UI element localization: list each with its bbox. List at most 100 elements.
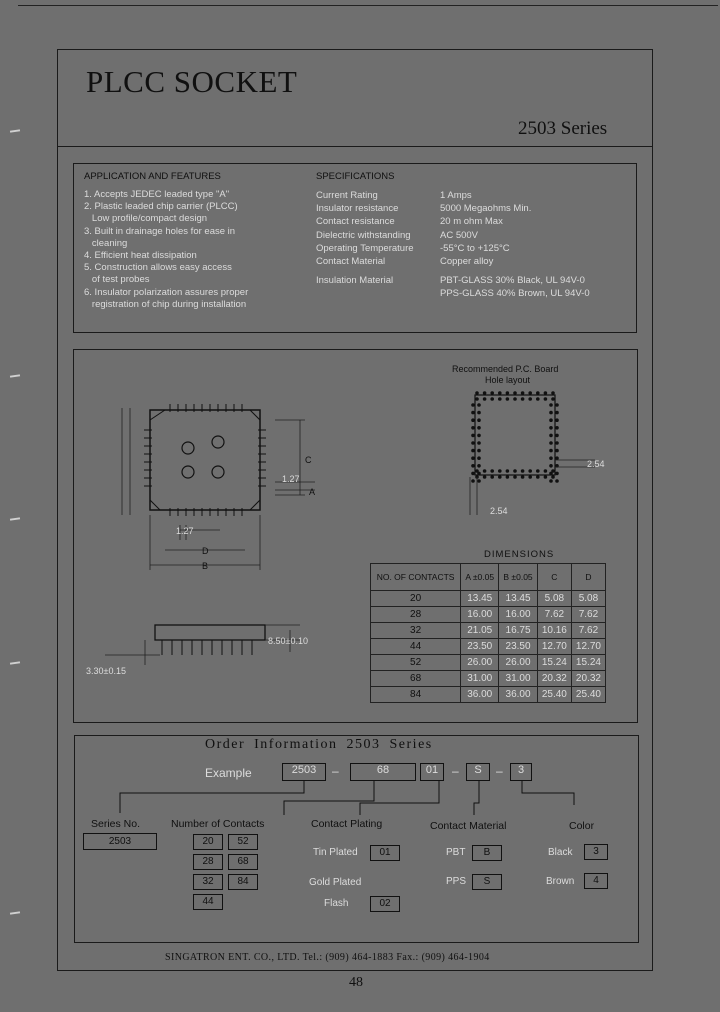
example-part-color: 3: [510, 763, 532, 781]
plating-gold-label: Gold Plated: [309, 877, 362, 888]
pcb-hole: [551, 397, 555, 401]
series-no-heading: Series No.: [91, 818, 141, 830]
spec-label: Contact Material: [316, 255, 386, 267]
dim-cell: 44: [369, 638, 462, 655]
dim-cell: 7.62: [570, 622, 607, 639]
pcb-hole: [471, 418, 475, 422]
pcb-hole: [482, 475, 487, 479]
series-label: 2503 Series: [518, 118, 608, 139]
pcb-hole: [471, 426, 475, 430]
margin-tick: [9, 129, 21, 133]
dim-cell: 28: [369, 606, 462, 623]
contacts-option: 28: [193, 854, 223, 870]
pcb-hole: [549, 448, 553, 453]
pcb-hole: [549, 441, 553, 445]
feature-item: of test probes: [84, 274, 150, 286]
page-frame: [57, 49, 653, 971]
dim-cell: 12.70: [536, 638, 572, 655]
pcb-hole: [471, 433, 475, 438]
pcb-note-line1: Recommended P.C. Board: [452, 364, 559, 374]
pcb-hole: [549, 403, 553, 407]
feature-item: 5. Construction allows easy access: [84, 262, 232, 274]
pcb-hole: [555, 471, 559, 476]
footer-company: SINGATRON ENT. CO., LTD. Tel.: (909) 464…: [165, 952, 490, 963]
spec-value: 20 m ohm Max: [440, 216, 503, 228]
pcb-hole: [549, 471, 553, 476]
pcb-hole: [513, 397, 517, 401]
dim-cell: 31.00: [460, 670, 500, 687]
pcb-hole: [528, 475, 532, 479]
contacts-option: 52: [228, 834, 258, 850]
spec-label: Contact resistance: [316, 216, 395, 228]
dim-header-cell: D: [570, 563, 607, 591]
pcb-hole: [477, 403, 481, 407]
pcb-hole: [549, 426, 553, 430]
pcb-hole-layout: [469, 391, 595, 515]
pcb-hole: [555, 456, 559, 460]
dim-cell: 21.05: [460, 622, 500, 639]
pcb-hole: [536, 391, 540, 395]
pcb-hole: [555, 433, 559, 438]
pcb-hole: [505, 391, 510, 395]
dim-cell: 10.16: [536, 622, 572, 639]
pcb-hole: [490, 475, 494, 479]
dimensions-title: DIMENSIONS: [484, 549, 555, 560]
pcb-hole: [471, 448, 475, 453]
pcb-hole: [543, 469, 548, 473]
dim-cell: 25.40: [570, 686, 607, 703]
dim-cell: 16.00: [498, 606, 538, 623]
dim-header-cell: C: [536, 563, 572, 591]
dim-cell: 25.40: [536, 686, 572, 703]
example-part-series: 2503: [282, 763, 326, 781]
dim-cell: 5.08: [536, 590, 572, 607]
example-part-contacts: 68: [350, 763, 416, 781]
contacts-option: 20: [193, 834, 223, 850]
pcb-hole: [498, 469, 502, 473]
example-label: Example: [205, 766, 252, 780]
contacts-option: 32: [193, 874, 223, 890]
dim-254-right: 2.54: [587, 459, 605, 469]
example-dash: –: [496, 764, 503, 778]
feature-item: 4. Efficient heat dissipation: [84, 250, 197, 262]
dim-cell: 15.24: [570, 654, 607, 671]
pcb-hole: [477, 456, 481, 460]
pcb-hole: [549, 410, 553, 415]
pcb-hole: [477, 418, 481, 422]
color-black-label: Black: [548, 847, 573, 858]
spec-label: Current Rating: [316, 190, 378, 201]
dim-height: 8.50±0.10: [268, 636, 308, 646]
plating-tin-code: 01: [370, 845, 400, 861]
plating-tin-label: Tin Plated: [313, 847, 358, 858]
order-connector-lines: [119, 781, 575, 815]
dim-header-cell: B ±0.05: [498, 563, 538, 591]
contacts-option: 84: [228, 874, 258, 890]
pcb-hole: [477, 410, 481, 415]
dim-cell: 31.00: [498, 670, 538, 687]
pcb-hole: [555, 441, 559, 445]
material-heading: Contact Material: [430, 820, 507, 832]
example-dash: –: [332, 764, 339, 778]
contacts-option: 44: [193, 894, 223, 910]
dim-label-b: B: [202, 561, 209, 571]
dim-cell: 23.50: [498, 638, 538, 655]
pcb-hole: [543, 391, 548, 395]
spec-label: Dielectric withstanding: [316, 229, 411, 241]
features-panel: [73, 163, 637, 333]
margin-tick: [9, 661, 21, 665]
pcb-hole: [482, 469, 487, 473]
feature-item: 1. Accepts JEDEC leaded type "A": [84, 189, 230, 200]
pcb-hole: [477, 471, 481, 476]
pcb-hole: [543, 397, 548, 401]
dim-cell: 84: [369, 686, 462, 703]
dim-cell: 36.00: [460, 686, 500, 703]
series-no-value: 2503: [83, 833, 157, 850]
pcb-hole: [475, 397, 479, 401]
pcb-hole: [498, 397, 502, 401]
pcb-hole: [551, 475, 555, 479]
feature-item: cleaning: [84, 237, 128, 249]
